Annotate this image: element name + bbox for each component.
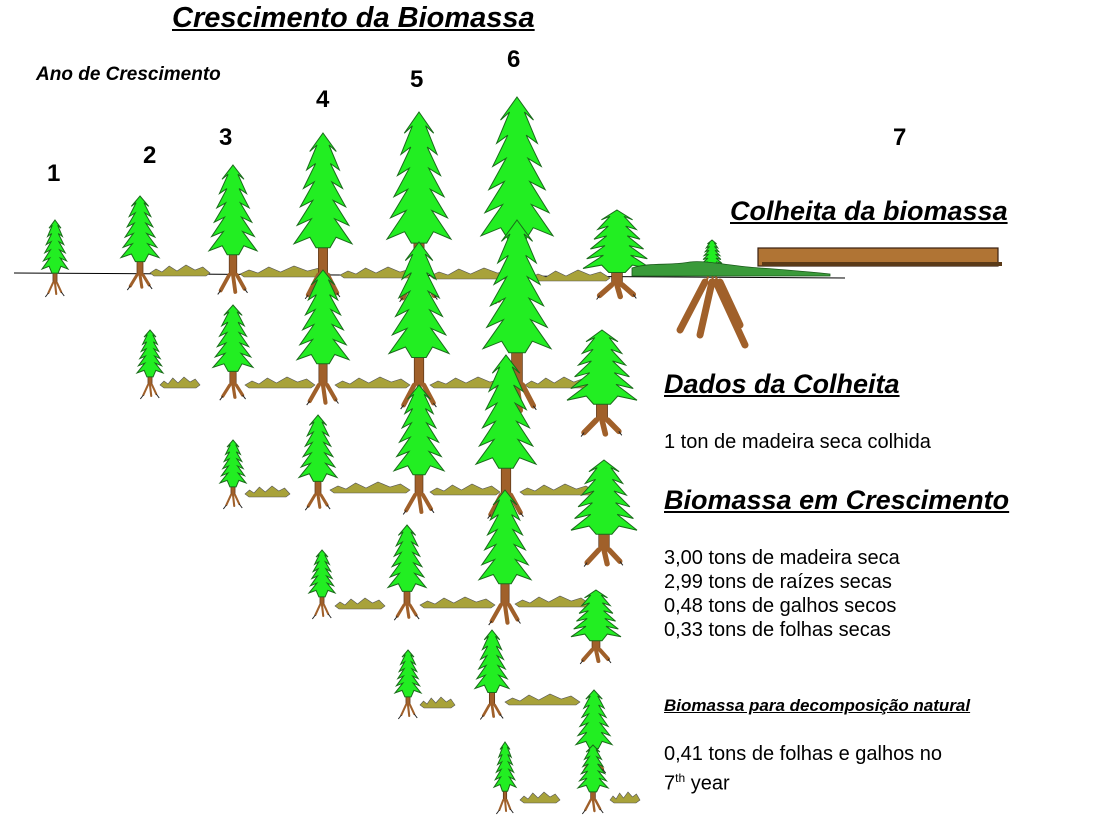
litter-row5-a xyxy=(419,696,456,709)
year-label-2: 2 xyxy=(143,142,157,169)
decomposition-line-1: 0,41 tons de folhas e galhos no xyxy=(664,743,942,765)
tree-row3-col3 xyxy=(392,384,446,515)
litter-row4-a xyxy=(334,597,386,610)
tree-row4-col3 xyxy=(477,489,533,626)
tree-row2-col4 xyxy=(387,241,451,410)
tree-row4-col1 xyxy=(307,549,337,620)
growing-item-leaves: 0,33 tons de folhas secas xyxy=(664,619,891,641)
litter-row2-c xyxy=(334,376,411,389)
growth-year-label: Ano de Crescimento xyxy=(36,64,221,85)
tree-row3-col4 xyxy=(474,354,538,519)
tree-row1-col2 xyxy=(119,195,161,291)
litter-row3-d xyxy=(519,483,596,496)
litter-row3-c xyxy=(429,483,501,496)
tree-row1-col7 xyxy=(582,209,652,300)
tree-row2-col6 xyxy=(566,329,638,437)
litter-row2-e xyxy=(524,376,591,389)
growing-biomass-list: 3,00 tons de madeira seca 2,99 tons de r… xyxy=(664,546,900,642)
litter-row2-b xyxy=(244,376,316,389)
trees xyxy=(40,96,723,815)
moss-patch xyxy=(631,261,831,277)
litter-row1-b xyxy=(239,265,331,278)
page-title: Crescimento da Biomassa xyxy=(172,2,535,34)
tree-row1-col1 xyxy=(40,219,70,298)
harvested-log-shadow xyxy=(762,262,1002,266)
harvest-heading: Colheita da biomassa xyxy=(730,196,1008,226)
decomposition-year-number: 7 xyxy=(664,772,676,795)
tree-row6-col2 xyxy=(576,744,610,815)
tree-row3-col2 xyxy=(297,414,339,511)
litter-row3-b xyxy=(329,481,411,494)
tree-row2-col1 xyxy=(135,329,165,400)
litter-row3-a xyxy=(244,485,291,498)
year-label-7: 7 xyxy=(893,124,907,151)
year-label-6: 6 xyxy=(507,46,521,73)
year-label-1: 1 xyxy=(47,160,61,187)
litter-row4-b xyxy=(419,596,496,609)
growing-item-wood: 3,00 tons de madeira seca xyxy=(664,547,900,569)
stump-roots xyxy=(676,278,749,349)
litter-row1-e xyxy=(529,269,611,282)
tree-row4-col4 xyxy=(570,589,622,665)
tree-row5-col2 xyxy=(473,629,511,720)
growing-item-branches: 0,48 tons de galhos secos xyxy=(664,595,897,617)
litter-row1-a xyxy=(149,264,211,277)
tree-row2-col3 xyxy=(295,269,351,406)
tree-row4-col2 xyxy=(386,524,428,621)
decomposition-year-suffix: th xyxy=(675,771,686,785)
decomposition-year-word: year xyxy=(685,772,730,795)
litter-row4-c xyxy=(514,595,591,608)
ground-lines xyxy=(13,264,846,804)
growing-item-roots: 2,99 tons de raízes secas xyxy=(664,571,892,593)
tree-row1-col3 xyxy=(207,164,259,295)
harvested-log-group xyxy=(631,247,1002,349)
tree-row2-col2 xyxy=(211,304,255,401)
litter-row6-a xyxy=(519,791,561,804)
growing-biomass-heading: Biomassa em Crescimento xyxy=(664,485,1010,515)
litter-row6-b xyxy=(609,791,641,804)
litter-row2-a xyxy=(159,376,201,389)
tree-row5-col1 xyxy=(393,649,423,720)
harvest-data-heading: Dados da Colheita xyxy=(664,369,900,399)
tree-row3-col5 xyxy=(570,459,638,567)
year-label-5: 5 xyxy=(410,66,424,93)
year-label-4: 4 xyxy=(316,86,330,113)
harvest-data-text: 1 ton de madeira seca colhida xyxy=(664,431,931,453)
tree-row6-col1 xyxy=(492,741,518,815)
tree-row3-col1 xyxy=(218,439,248,510)
year-label-3: 3 xyxy=(219,124,233,151)
decomposition-text: 0,41 tons de folhas e galhos no 7th year xyxy=(664,742,942,796)
decomposition-heading: Biomassa para decomposição natural xyxy=(664,696,971,715)
litter-row5-b xyxy=(504,693,581,706)
decomposition-line-2: 7th year xyxy=(664,766,942,796)
